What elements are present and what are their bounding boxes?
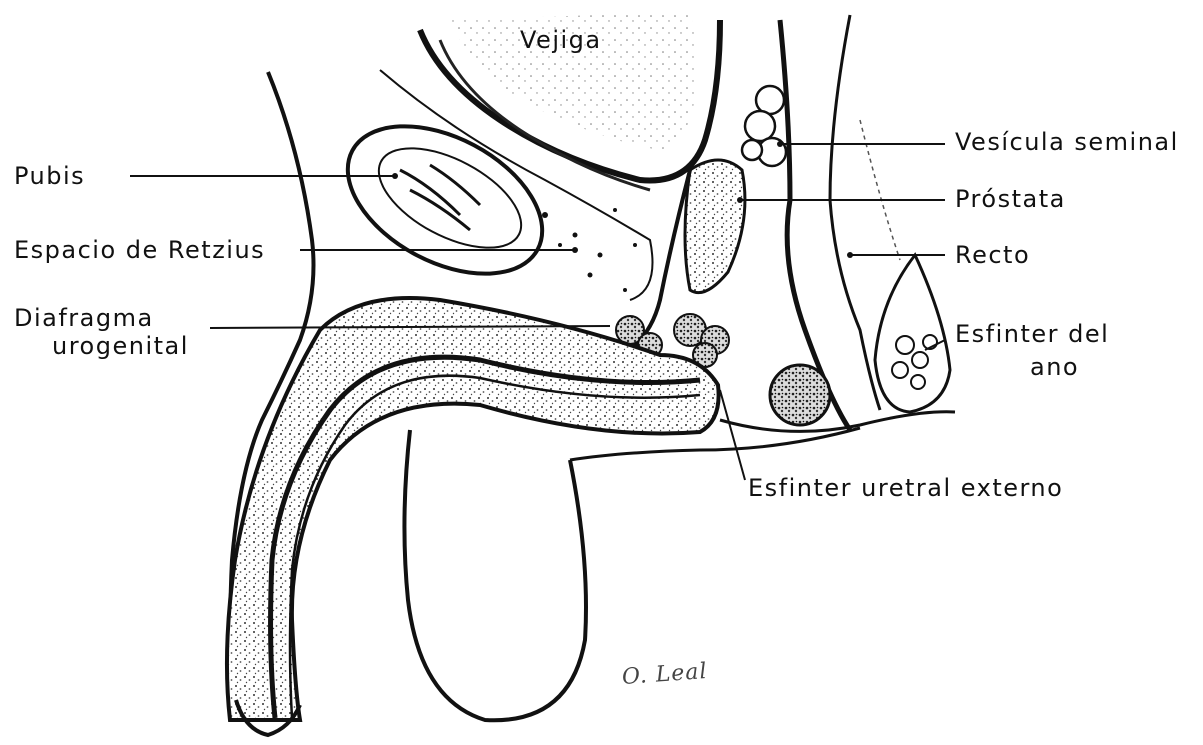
label-vejiga: Vejiga <box>520 28 602 52</box>
label-espacio-retzius: Espacio de Retzius <box>14 238 265 262</box>
prostate-gland <box>685 160 745 293</box>
perineal-line <box>720 412 955 432</box>
label-recto: Recto <box>955 243 1030 267</box>
label-esfinter-ano-line1: Esfinter del <box>955 322 1109 346</box>
label-diafragma-line2: urogenital <box>52 334 189 358</box>
anal-sphincter-shell <box>875 255 950 412</box>
label-diafragma-line1: Diafragma <box>14 306 154 330</box>
rectum-outer <box>860 120 900 260</box>
label-esfinter-uretral: Esfinter uretral externo <box>748 476 1063 500</box>
rectum-wall-2 <box>830 15 880 410</box>
label-vesicula-seminal: Vesícula seminal <box>955 130 1179 154</box>
seminal-vesicle <box>742 86 786 166</box>
label-prostata: Próstata <box>955 187 1066 211</box>
label-esfinter-ano-line2: ano <box>1030 355 1079 379</box>
scrotum <box>404 430 586 720</box>
rectal-muscle-ball <box>770 365 830 425</box>
label-pubis: Pubis <box>14 164 85 188</box>
